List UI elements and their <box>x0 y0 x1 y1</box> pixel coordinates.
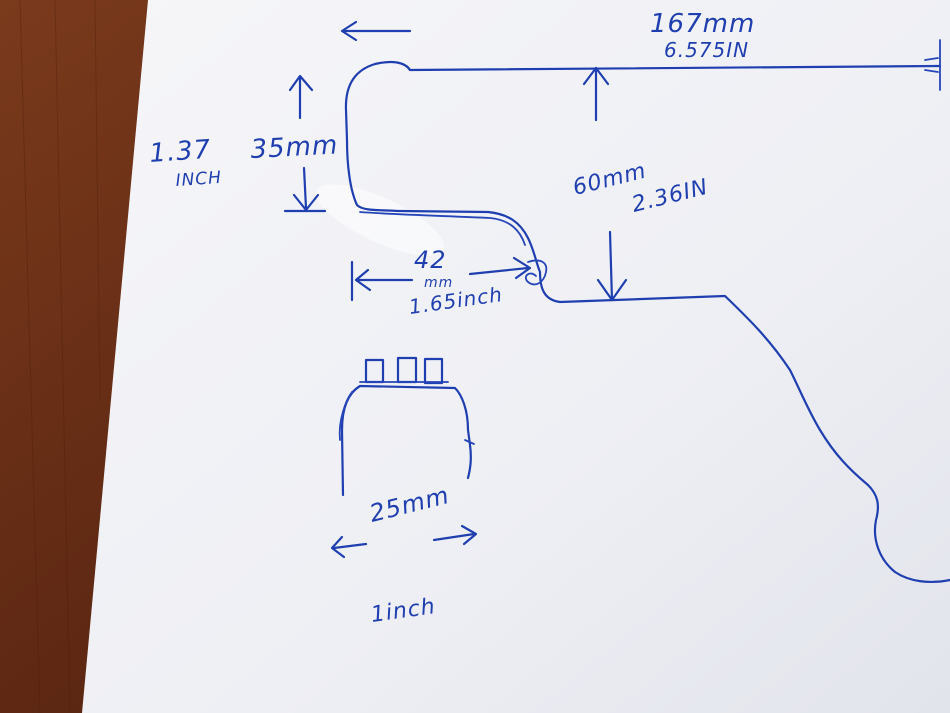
left-height-mm-label: 35mm <box>250 130 339 165</box>
overall-length-in-label: 6.575IN <box>664 38 749 62</box>
step-width-unit: mm <box>424 275 453 291</box>
left-height-arrow <box>283 74 327 213</box>
step-width-value: 42 <box>414 246 447 274</box>
main-height-arrow <box>582 66 628 302</box>
part-outline <box>344 60 950 583</box>
step-width-arrow <box>350 256 532 302</box>
paper-sheet <box>82 0 950 713</box>
left-height-in-value: 1.37 <box>148 135 212 169</box>
left-height-in-unit: INCH <box>175 168 223 191</box>
overall-length-mm-label: 167mm <box>650 9 755 39</box>
connector-sketch <box>338 356 475 497</box>
connector-width-arrow <box>330 524 478 559</box>
overall-length-arrow <box>340 20 412 42</box>
